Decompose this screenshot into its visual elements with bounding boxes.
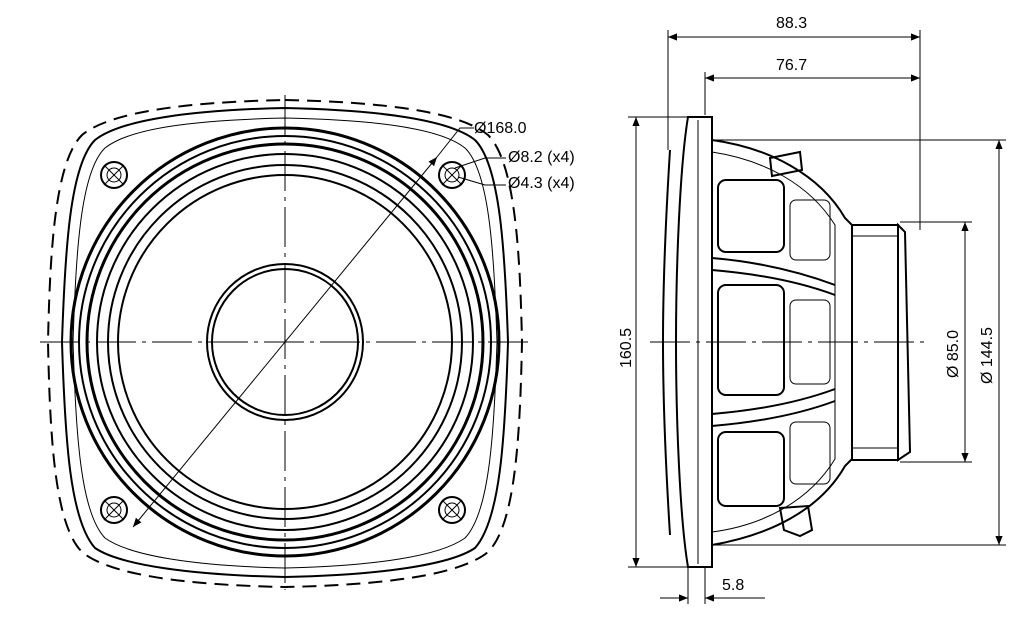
mount-hole-tl (100, 161, 128, 189)
hole-large-leader (454, 157, 506, 169)
overall-height-label: 160.5 (618, 328, 635, 368)
depth-from-flange-label: 76.7 (776, 57, 807, 74)
outer-diameter-label: Ø168.0 (474, 120, 527, 137)
hole-small-leader (457, 176, 506, 186)
dashed-outline (46, 98, 524, 589)
diameter-dimension-line (132, 156, 438, 528)
mount-hole-bl (100, 496, 128, 524)
basket-window-bottom (717, 431, 785, 507)
flange-thickness-label: 5.8 (722, 577, 744, 594)
mount-hole-br (438, 496, 466, 524)
basket-rib-top-2 (711, 269, 836, 296)
flange (674, 116, 713, 568)
front-view: Ø168.0 Ø8.2 (x4) Ø4.3 (x4) (40, 95, 575, 590)
magnet-diameter-label: Ø 85.0 (945, 330, 962, 378)
basket-rib-bottom-2 (711, 400, 836, 427)
mount-hole-small-label: Ø4.3 (x4) (508, 175, 575, 192)
diameter-leader (436, 127, 474, 158)
terminal-top (768, 150, 804, 178)
overall-depth-label: 88.3 (776, 15, 807, 32)
basket-rib-bottom (711, 388, 836, 415)
side-view: 88.3 76.7 160.5 Ø 85.0 Ø 144.5 5.8 (618, 15, 1006, 604)
basket-window-middle (717, 284, 785, 396)
mount-hole-large-label: Ø8.2 (x4) (508, 149, 575, 166)
mount-hole-tr (438, 161, 466, 189)
terminal-bottom (778, 504, 814, 538)
cutout-diameter-label: Ø 144.5 (979, 327, 996, 384)
basket-window-top (717, 179, 785, 253)
basket-window-side-top (789, 199, 831, 261)
basket-window-side-bot (789, 421, 831, 485)
basket-rib-top (711, 257, 836, 286)
